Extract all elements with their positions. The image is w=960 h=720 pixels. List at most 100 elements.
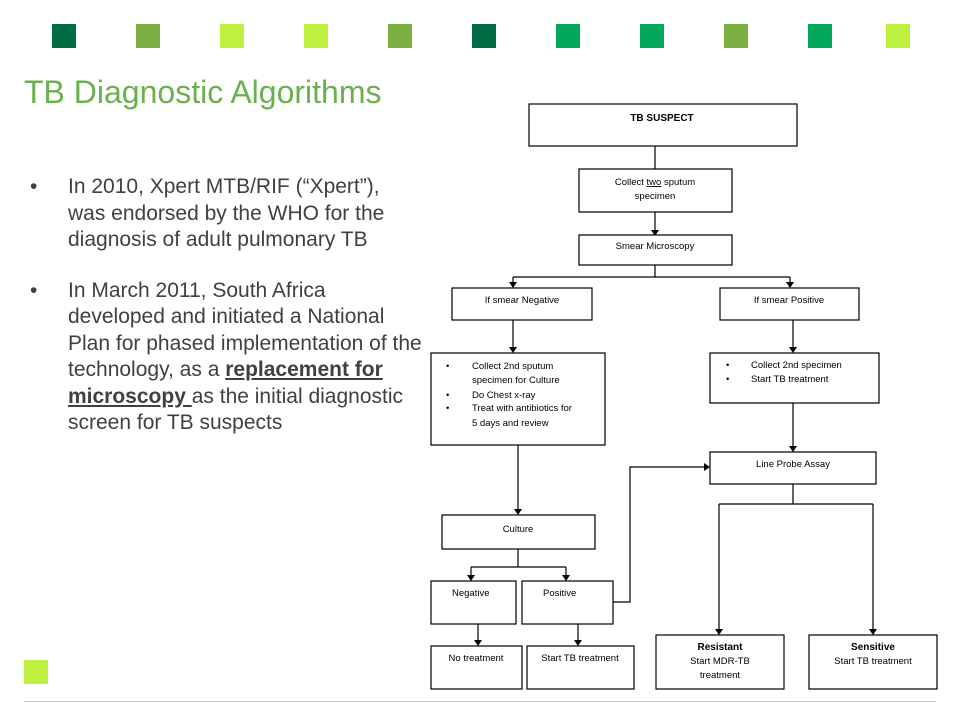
- node-label: Culture: [503, 524, 534, 535]
- decor-square: [24, 660, 48, 684]
- node-box: [655, 634, 785, 690]
- arrowhead: [651, 230, 659, 236]
- node-smear-positive: If smear Positive: [719, 287, 860, 321]
- arrowhead: [509, 347, 517, 353]
- node-smear-negative: If smear Negative: [451, 287, 593, 321]
- node-box: [430, 352, 606, 446]
- arrowhead: [467, 575, 475, 581]
- node-box: [528, 103, 798, 147]
- node-culture-positive: Positive: [521, 580, 614, 625]
- bullet-dot: •: [30, 278, 38, 302]
- underlined-word: two: [647, 177, 662, 188]
- node-label: Sensitive: [851, 642, 895, 653]
- list-bullet: •: [446, 390, 449, 401]
- node-box: [578, 168, 733, 213]
- node-resistant: Resistant Start MDR-TB treatment: [655, 634, 785, 690]
- node-culture: Culture: [441, 514, 596, 550]
- node-box: [430, 580, 517, 625]
- node-box: [709, 352, 880, 404]
- node-label: 5 days and review: [472, 418, 549, 429]
- node-label: Resistant: [697, 642, 743, 653]
- list-bullet: •: [726, 374, 729, 385]
- node-no-treatment: No treatment: [430, 645, 523, 690]
- decor-square: [472, 24, 496, 48]
- node-culture-negative: Negative: [430, 580, 517, 625]
- node-label: Treat with antibiotics for: [472, 403, 572, 414]
- node-box: [719, 287, 860, 321]
- node-label: If smear Negative: [485, 295, 559, 306]
- list-bullet: •: [446, 403, 449, 414]
- arrowhead: [789, 446, 797, 452]
- node-label: TB SUSPECT: [630, 113, 693, 124]
- node-box: [526, 645, 635, 690]
- list-bullet: •: [726, 360, 729, 371]
- node-label: Smear Microscopy: [616, 241, 695, 252]
- node-label: Negative: [452, 588, 490, 599]
- decor-square: [304, 24, 328, 48]
- decor-square: [52, 24, 76, 48]
- node-label: No treatment: [449, 653, 504, 664]
- node-box: [808, 634, 938, 690]
- arrowhead: [514, 509, 522, 515]
- node-collect-specimen: Collect two sputum specimen: [578, 168, 733, 213]
- node-smear-microscopy: Smear Microscopy: [578, 234, 733, 266]
- node-label: specimen for Culture: [472, 375, 560, 386]
- bullet-list: • In 2010, Xpert MTB/RIF (“Xpert”), was …: [30, 174, 422, 437]
- node-box: [451, 287, 593, 321]
- connector: [613, 466, 704, 603]
- label-part: Collect: [615, 177, 647, 188]
- node-label: treatment: [700, 670, 740, 681]
- decor-square: [640, 24, 664, 48]
- node-label: If smear Positive: [754, 295, 824, 306]
- label-part: sputum: [661, 177, 695, 188]
- arrowhead: [509, 282, 517, 288]
- node-label: Do Chest x-ray: [472, 390, 536, 401]
- node-label: Start TB treatment: [834, 656, 912, 667]
- node-box: [578, 234, 733, 266]
- bullet-text: as the initial diagnostic screen for TB …: [68, 384, 404, 435]
- arrowhead: [474, 640, 482, 646]
- node-tb-suspect: TB SUSPECT: [528, 103, 798, 147]
- arrowhead: [786, 282, 794, 288]
- node-label: Collect two sputum: [615, 177, 695, 188]
- node-label: Line Probe Assay: [756, 459, 830, 470]
- arrowhead: [562, 575, 570, 581]
- arrowhead: [574, 640, 582, 646]
- bullet-dot: •: [30, 175, 38, 198]
- bullet-item: • In 2010, Xpert MTB/RIF (“Xpert”), was …: [30, 174, 422, 254]
- bullet-text: In March 2011, South Africa developed an…: [68, 278, 422, 382]
- node-sensitive: Sensitive Start TB treatment: [808, 634, 938, 690]
- node-negative-steps: • Collect 2nd sputum specimen for Cultur…: [430, 352, 606, 446]
- decor-square: [136, 24, 160, 48]
- decor-square: [724, 24, 748, 48]
- node-box: [430, 645, 523, 690]
- bullet-item: • In March 2011, South Africa developed …: [30, 278, 422, 437]
- node-label: specimen: [635, 191, 676, 202]
- node-box: [441, 514, 596, 550]
- node-start-tb-treatment: Start TB treatment: [526, 645, 635, 690]
- bullet-text: In 2010, Xpert MTB/RIF (“Xpert”), was en…: [68, 175, 385, 251]
- decor-square: [556, 24, 580, 48]
- decor-square: [886, 24, 910, 48]
- list-bullet: •: [446, 361, 449, 372]
- arrowhead: [704, 463, 710, 471]
- node-box: [521, 580, 614, 625]
- node-label: Collect 2nd specimen: [751, 360, 842, 371]
- slide-title: TB Diagnostic Algorithms: [24, 74, 382, 110]
- footer-divider: [24, 701, 936, 702]
- node-box: [709, 451, 877, 485]
- arrowhead: [869, 629, 877, 635]
- decor-square: [808, 24, 832, 48]
- arrowhead: [715, 629, 723, 635]
- highlight-text: replacement for microscopy: [68, 358, 383, 408]
- node-positive-steps: • Collect 2nd specimen • Start TB treatm…: [709, 352, 880, 404]
- node-line-probe-assay: Line Probe Assay: [709, 451, 877, 485]
- node-label: Start TB treatment: [751, 374, 829, 385]
- node-label: Start MDR-TB: [690, 656, 750, 667]
- node-label: Start TB treatment: [541, 653, 619, 664]
- arrowhead: [789, 347, 797, 353]
- flow-connectors: [467, 146, 877, 646]
- node-label: Positive: [543, 588, 576, 599]
- decor-square: [220, 24, 244, 48]
